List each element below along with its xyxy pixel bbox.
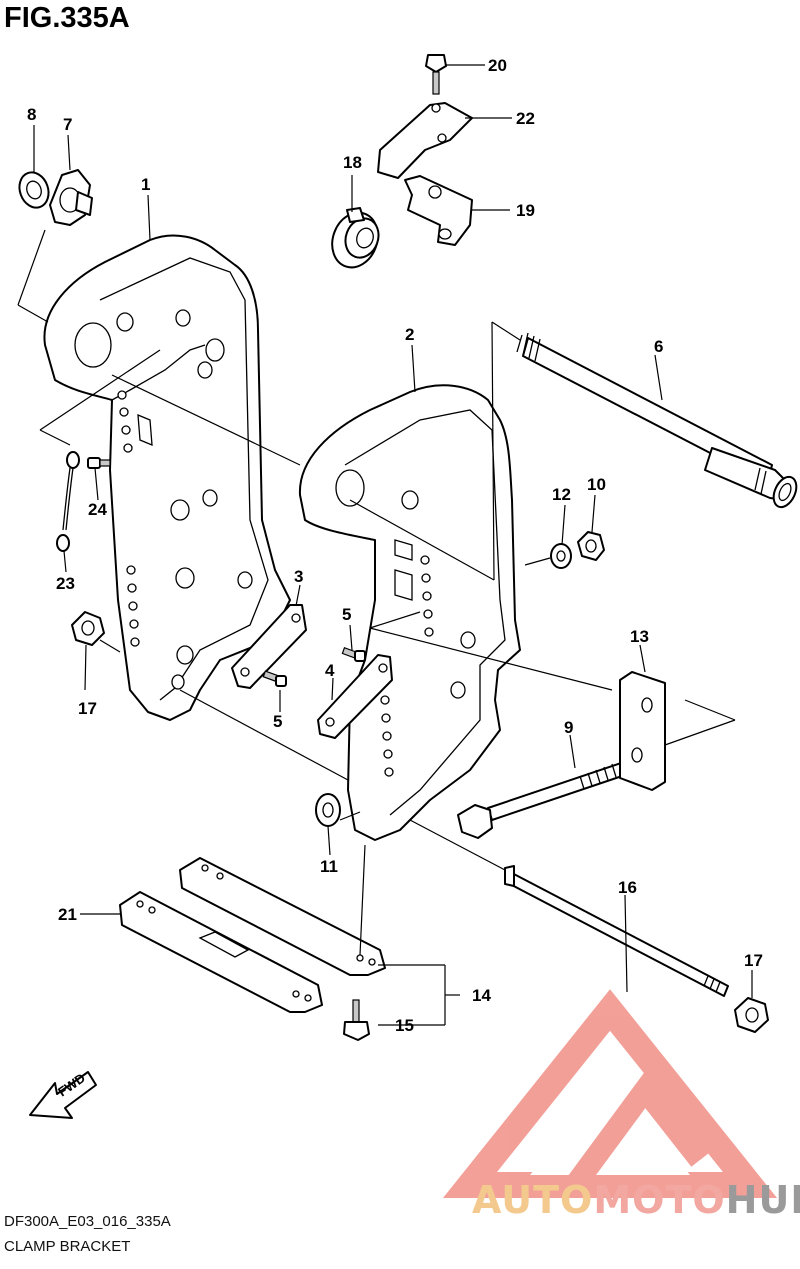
bolt-20	[425, 54, 447, 95]
nut-17-right	[734, 997, 769, 1033]
callout-17-left: 17	[78, 699, 97, 718]
figure-title: FIG.335A	[4, 2, 130, 34]
callout-10: 10	[587, 475, 606, 494]
watermark-part-moto: MOTO	[593, 1178, 726, 1222]
ground-wire-23	[56, 451, 80, 552]
watermark-logo	[442, 989, 778, 1198]
callout-24: 24	[88, 500, 107, 519]
shaft-16	[504, 865, 729, 997]
callout-13: 13	[630, 627, 649, 646]
callout-4: 4	[325, 661, 335, 680]
nut-17-left	[71, 611, 105, 646]
plate-4	[317, 654, 393, 739]
callout-20: 20	[488, 56, 507, 75]
bracket-19	[404, 175, 473, 246]
grommet-18	[331, 207, 380, 269]
tilt-tube-6	[516, 332, 798, 509]
callout-2: 2	[405, 325, 414, 344]
callout-22: 22	[516, 109, 535, 128]
callout-6: 6	[654, 337, 663, 356]
clamp-bracket-2	[298, 384, 521, 841]
bolt-5-upper	[341, 647, 366, 662]
block-21	[119, 891, 323, 1013]
callout-5-lower: 5	[273, 712, 282, 731]
adjustment-holes-left	[117, 390, 140, 647]
washer-11	[315, 793, 341, 827]
plate-13	[619, 671, 666, 791]
watermark-part-hub: HUB	[725, 1178, 800, 1222]
bolt-9	[457, 759, 635, 839]
callout-17-right: 17	[744, 951, 763, 970]
figure-code: DF300A_E03_016_335A	[4, 1213, 171, 1230]
callout-8: 8	[27, 105, 36, 124]
adjustment-holes-right	[380, 555, 434, 777]
bolt-5-lower	[262, 670, 287, 687]
leader-lines	[17, 64, 753, 1026]
screw-24	[87, 457, 111, 469]
callout-18: 18	[343, 153, 362, 172]
callout-12: 12	[552, 485, 571, 504]
plate-3	[231, 604, 307, 689]
callout-23: 23	[56, 574, 75, 593]
callout-5-upper: 5	[342, 605, 351, 624]
callout-1: 1	[141, 175, 150, 194]
fwd-direction-arrow: FWD	[29, 1070, 97, 1119]
callout-15: 15	[395, 1016, 414, 1035]
callout-14: 14	[472, 986, 491, 1005]
bolt-15	[343, 999, 370, 1041]
washer-12	[550, 543, 572, 569]
callout-11: 11	[320, 857, 338, 876]
callout-19: 19	[516, 201, 535, 220]
plate-bushing-7	[49, 169, 93, 226]
callout-21: 21	[58, 905, 77, 924]
callout-16: 16	[618, 878, 637, 897]
callout-9: 9	[564, 718, 573, 737]
block-14	[179, 857, 386, 976]
watermark-text: AUTOMOTOHUB	[472, 1178, 800, 1222]
watermark-part-auto: AUTO	[472, 1178, 594, 1222]
callout-3: 3	[294, 567, 303, 586]
callout-labels: 1 2 3 4 5 5 6 7 8 9 10 11 12 13 14 15 16…	[27, 56, 763, 1035]
cover-22	[377, 102, 473, 179]
nut-10	[577, 531, 605, 561]
clamp-bracket-1	[43, 234, 291, 721]
callout-7: 7	[63, 115, 72, 134]
nut-8	[18, 171, 50, 209]
figure-name: CLAMP BRACKET	[4, 1238, 131, 1255]
